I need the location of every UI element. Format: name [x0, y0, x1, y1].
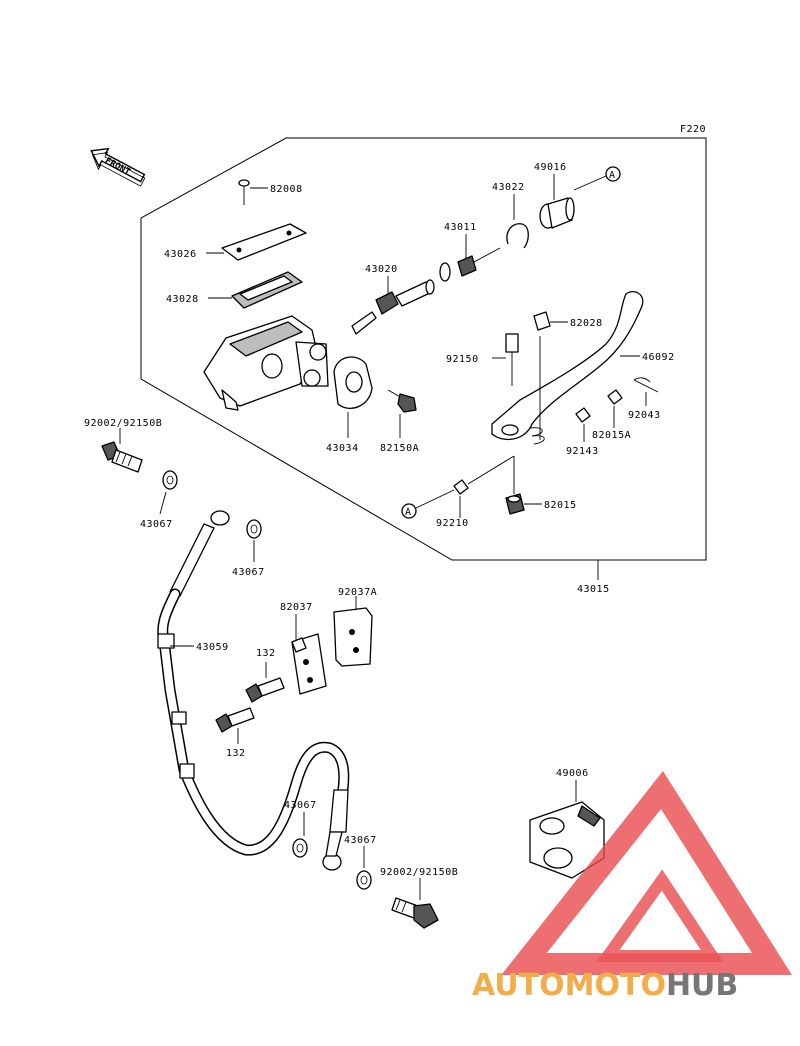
label-46092: 46092 — [642, 352, 675, 363]
brake-hose-43059 — [157, 510, 350, 871]
circlip-43022 — [506, 223, 529, 249]
label-82015: 82015 — [544, 500, 577, 511]
label-92210: 92210 — [436, 518, 469, 529]
clamp-82037 — [291, 633, 327, 695]
figure-code: F220 — [680, 124, 706, 135]
label-132-a: 132 — [256, 648, 276, 659]
assembly-frame — [140, 137, 707, 561]
nut-82015 — [505, 493, 525, 515]
banjo-bolt-top — [101, 441, 143, 473]
pin-92043 — [633, 377, 659, 393]
label-82015a: 82015A — [592, 430, 631, 441]
ref-a-bottom: A — [405, 507, 412, 518]
ref-a-top: A — [609, 170, 616, 181]
label-43067-a: 43067 — [140, 519, 173, 530]
holder-49006 — [529, 801, 605, 879]
label-132-b: 132 — [226, 748, 246, 759]
reservoir-cap-43026 — [221, 223, 307, 261]
ref-marker-a-top — [605, 166, 621, 182]
banjo-bolt-bottom — [391, 897, 439, 929]
label-43020: 43020 — [365, 264, 398, 275]
label-43011: 43011 — [444, 222, 477, 233]
diaphragm-43028 — [231, 271, 303, 309]
nut-82015a — [607, 389, 623, 405]
collar-92143 — [575, 407, 591, 423]
label-92037a: 92037A — [338, 587, 377, 598]
master-cylinder-body — [203, 315, 329, 411]
label-92150: 92150 — [446, 354, 479, 365]
automotohub-logo: AUTOMOTOHUB — [472, 771, 792, 1003]
screw-82008 — [238, 179, 250, 205]
lever-46092 — [491, 291, 644, 441]
adjuster-92210 — [453, 479, 469, 495]
bracket-92037a — [333, 607, 373, 667]
label-82150a: 82150A — [380, 443, 419, 454]
bolt-82150a — [387, 389, 417, 413]
label-92143: 92143 — [566, 446, 599, 457]
label-43067-d: 43067 — [344, 835, 377, 846]
bolt-132-a — [245, 677, 285, 703]
piston-43020 — [351, 279, 435, 335]
front-arrow-icon: FRONT — [90, 147, 146, 187]
label-49016: 49016 — [534, 162, 567, 173]
label-82037: 82037 — [280, 602, 313, 613]
nut-82028 — [533, 311, 551, 331]
clamp-43034 — [333, 356, 373, 409]
label-92002-top: 92002/92150B — [84, 418, 162, 429]
label-43028: 43028 — [166, 294, 199, 305]
label-43067-c: 43067 — [284, 800, 317, 811]
label-43015: 43015 — [577, 584, 610, 595]
ref-marker-a-bottom — [401, 503, 417, 519]
label-92043: 92043 — [628, 410, 661, 421]
label-43022: 43022 — [492, 182, 525, 193]
label-92002-bottom: 92002/92150B — [380, 867, 458, 878]
label-43026: 43026 — [164, 249, 197, 260]
label-82008: 82008 — [270, 184, 303, 195]
label-82028: 82028 — [570, 318, 603, 329]
bolt-132-b — [215, 707, 255, 733]
label-43067-b: 43067 — [232, 567, 265, 578]
spring-icon — [529, 427, 545, 445]
label-43059: 43059 — [196, 642, 229, 653]
label-43034: 43034 — [326, 443, 359, 454]
push-rod-43011 — [439, 247, 501, 282]
label-49006: 49006 — [556, 768, 589, 779]
logo-text: AUTOMOTOHUB — [472, 968, 738, 1003]
front-label: FRONT — [103, 156, 132, 178]
boot-49016 — [539, 197, 575, 229]
bolt-92150 — [505, 333, 519, 386]
